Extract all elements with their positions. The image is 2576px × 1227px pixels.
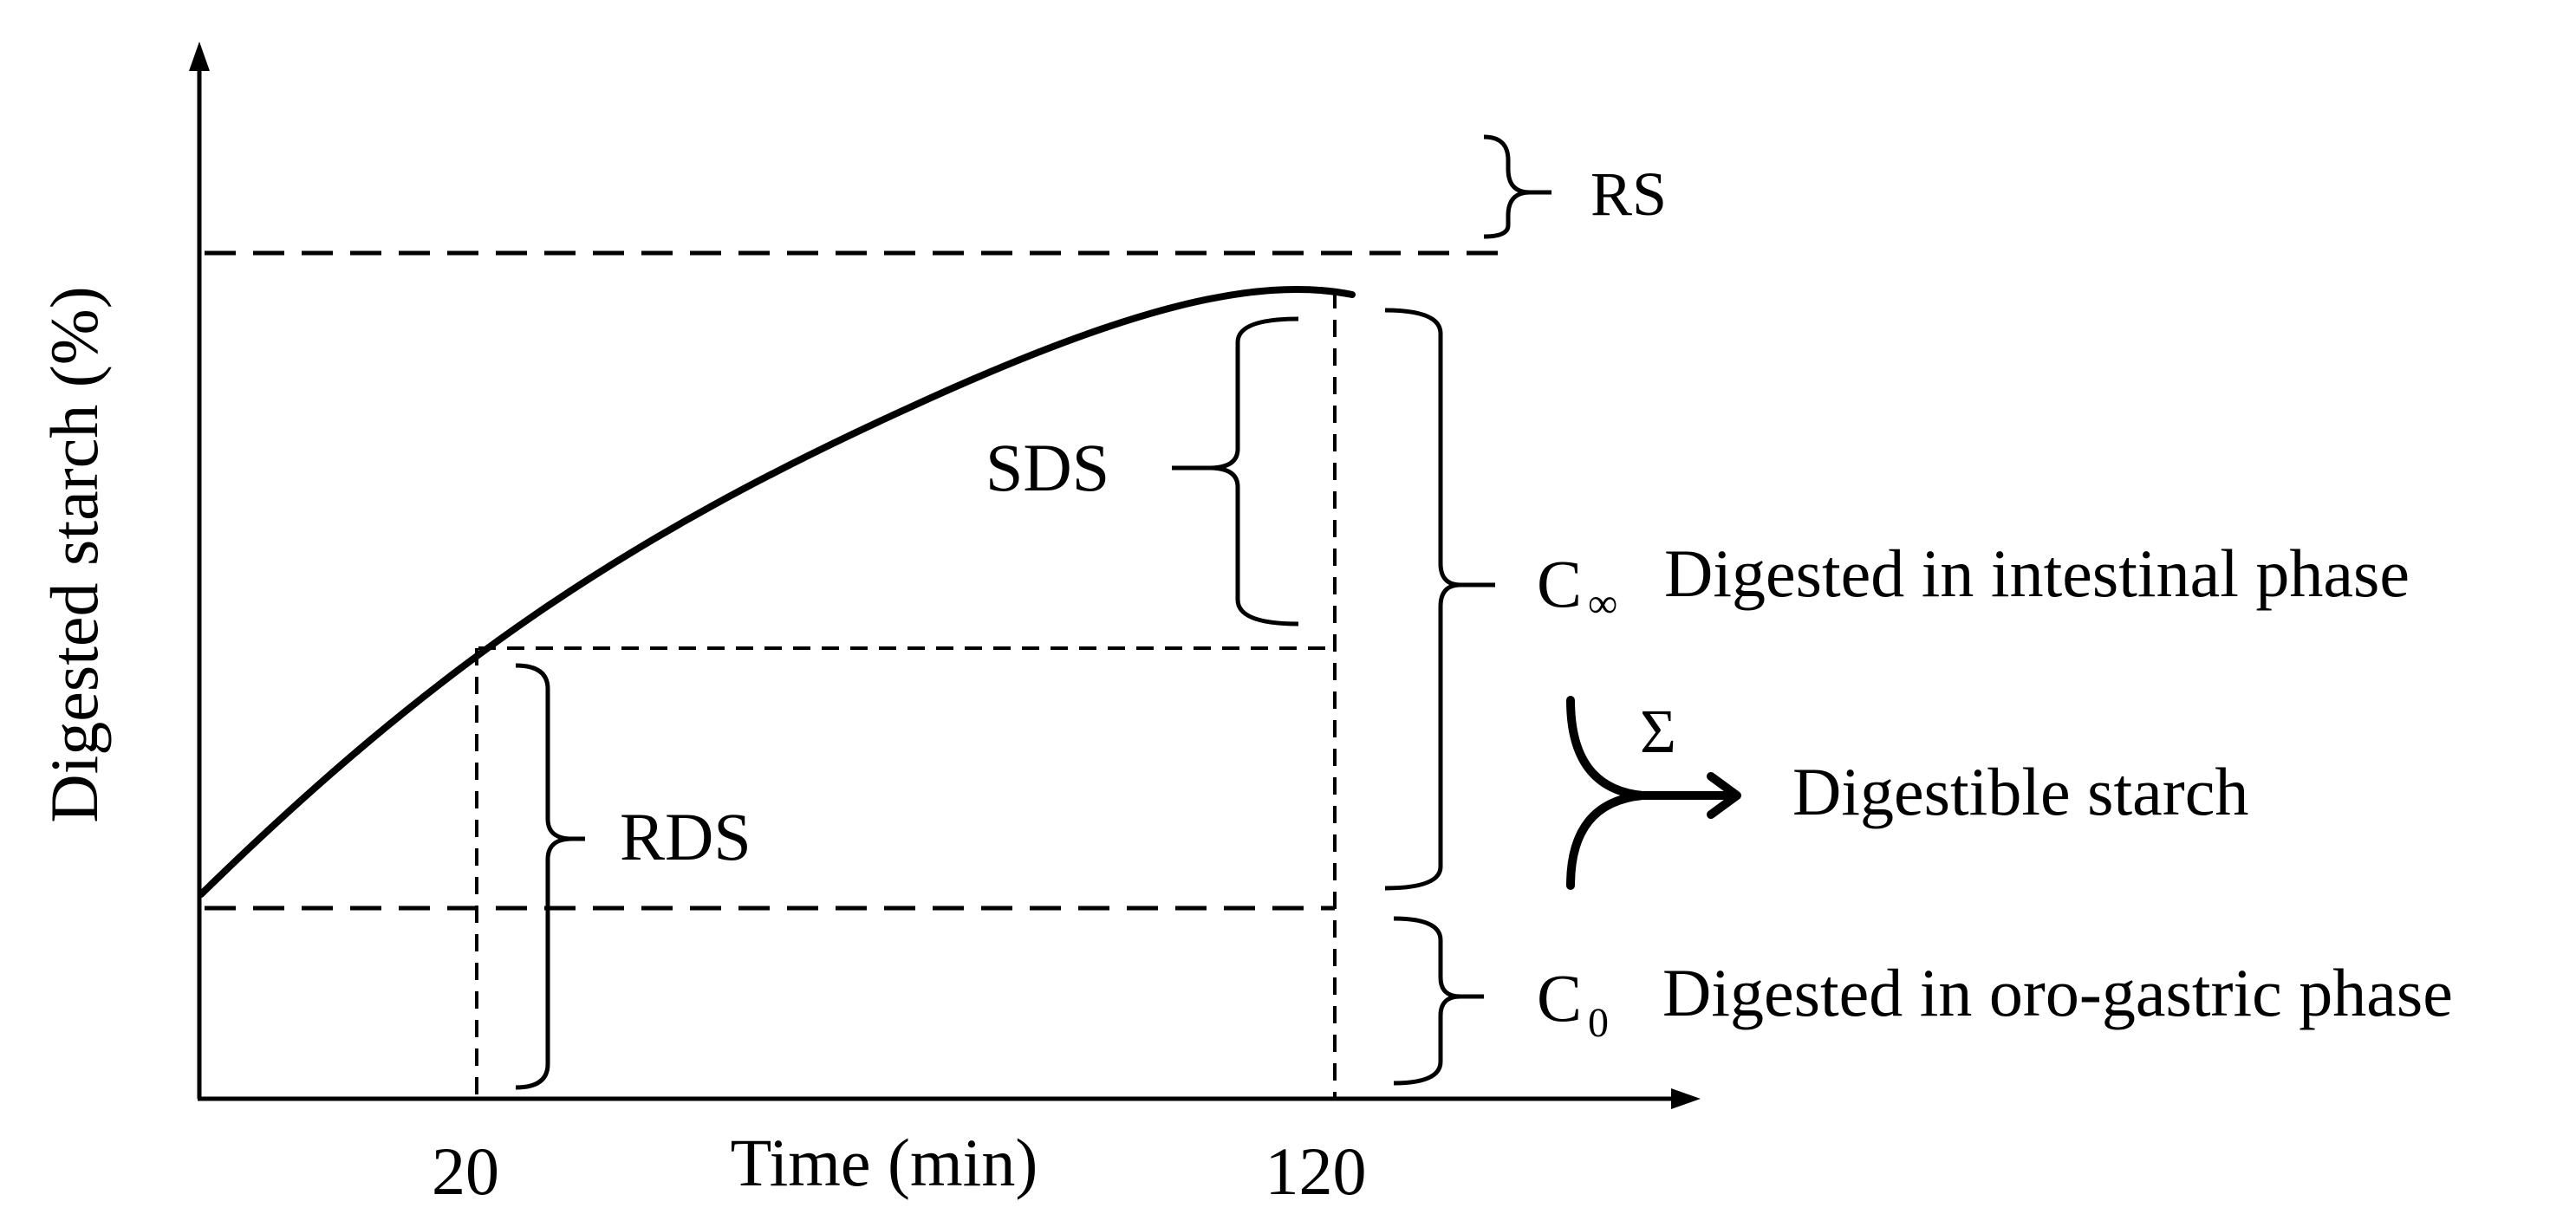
rds-label: RDS — [620, 799, 751, 874]
c0-brace — [1393, 916, 1484, 1086]
merge-arrowhead — [1707, 772, 1741, 819]
x-tick-label-20: 20 — [432, 1133, 499, 1209]
x-axis-label: Time (min) — [731, 1125, 1038, 1200]
y-axis-label: Digested starch (%) — [36, 286, 112, 822]
x-axis-arrowhead — [1671, 1088, 1701, 1109]
oro-gastric-phase-label: Digested in oro-gastric phase — [1662, 955, 2453, 1030]
y-axis-arrowhead — [189, 42, 210, 71]
c-infinity-subscript: ∞ — [1588, 581, 1617, 626]
intestinal-phase-label: Digested in intestinal phase — [1664, 536, 2410, 611]
c-infinity-brace — [1384, 308, 1495, 891]
rs-brace — [1483, 134, 1551, 239]
c0-subscript: 0 — [1588, 1000, 1609, 1046]
rds-brace — [515, 663, 585, 1090]
sum-symbol: Σ — [1640, 697, 1676, 766]
c-infinity-symbol: C — [1537, 546, 1582, 621]
merge-arrow — [1566, 696, 1738, 890]
rs-label: RS — [1590, 159, 1667, 229]
sds-brace — [1172, 316, 1299, 626]
digestion-curve — [198, 286, 1356, 898]
c0-symbol: C — [1537, 960, 1582, 1035]
sds-label: SDS — [986, 430, 1109, 505]
x-tick-label-120: 120 — [1265, 1133, 1367, 1209]
digestible-starch-label: Digestible starch — [1792, 754, 2248, 829]
